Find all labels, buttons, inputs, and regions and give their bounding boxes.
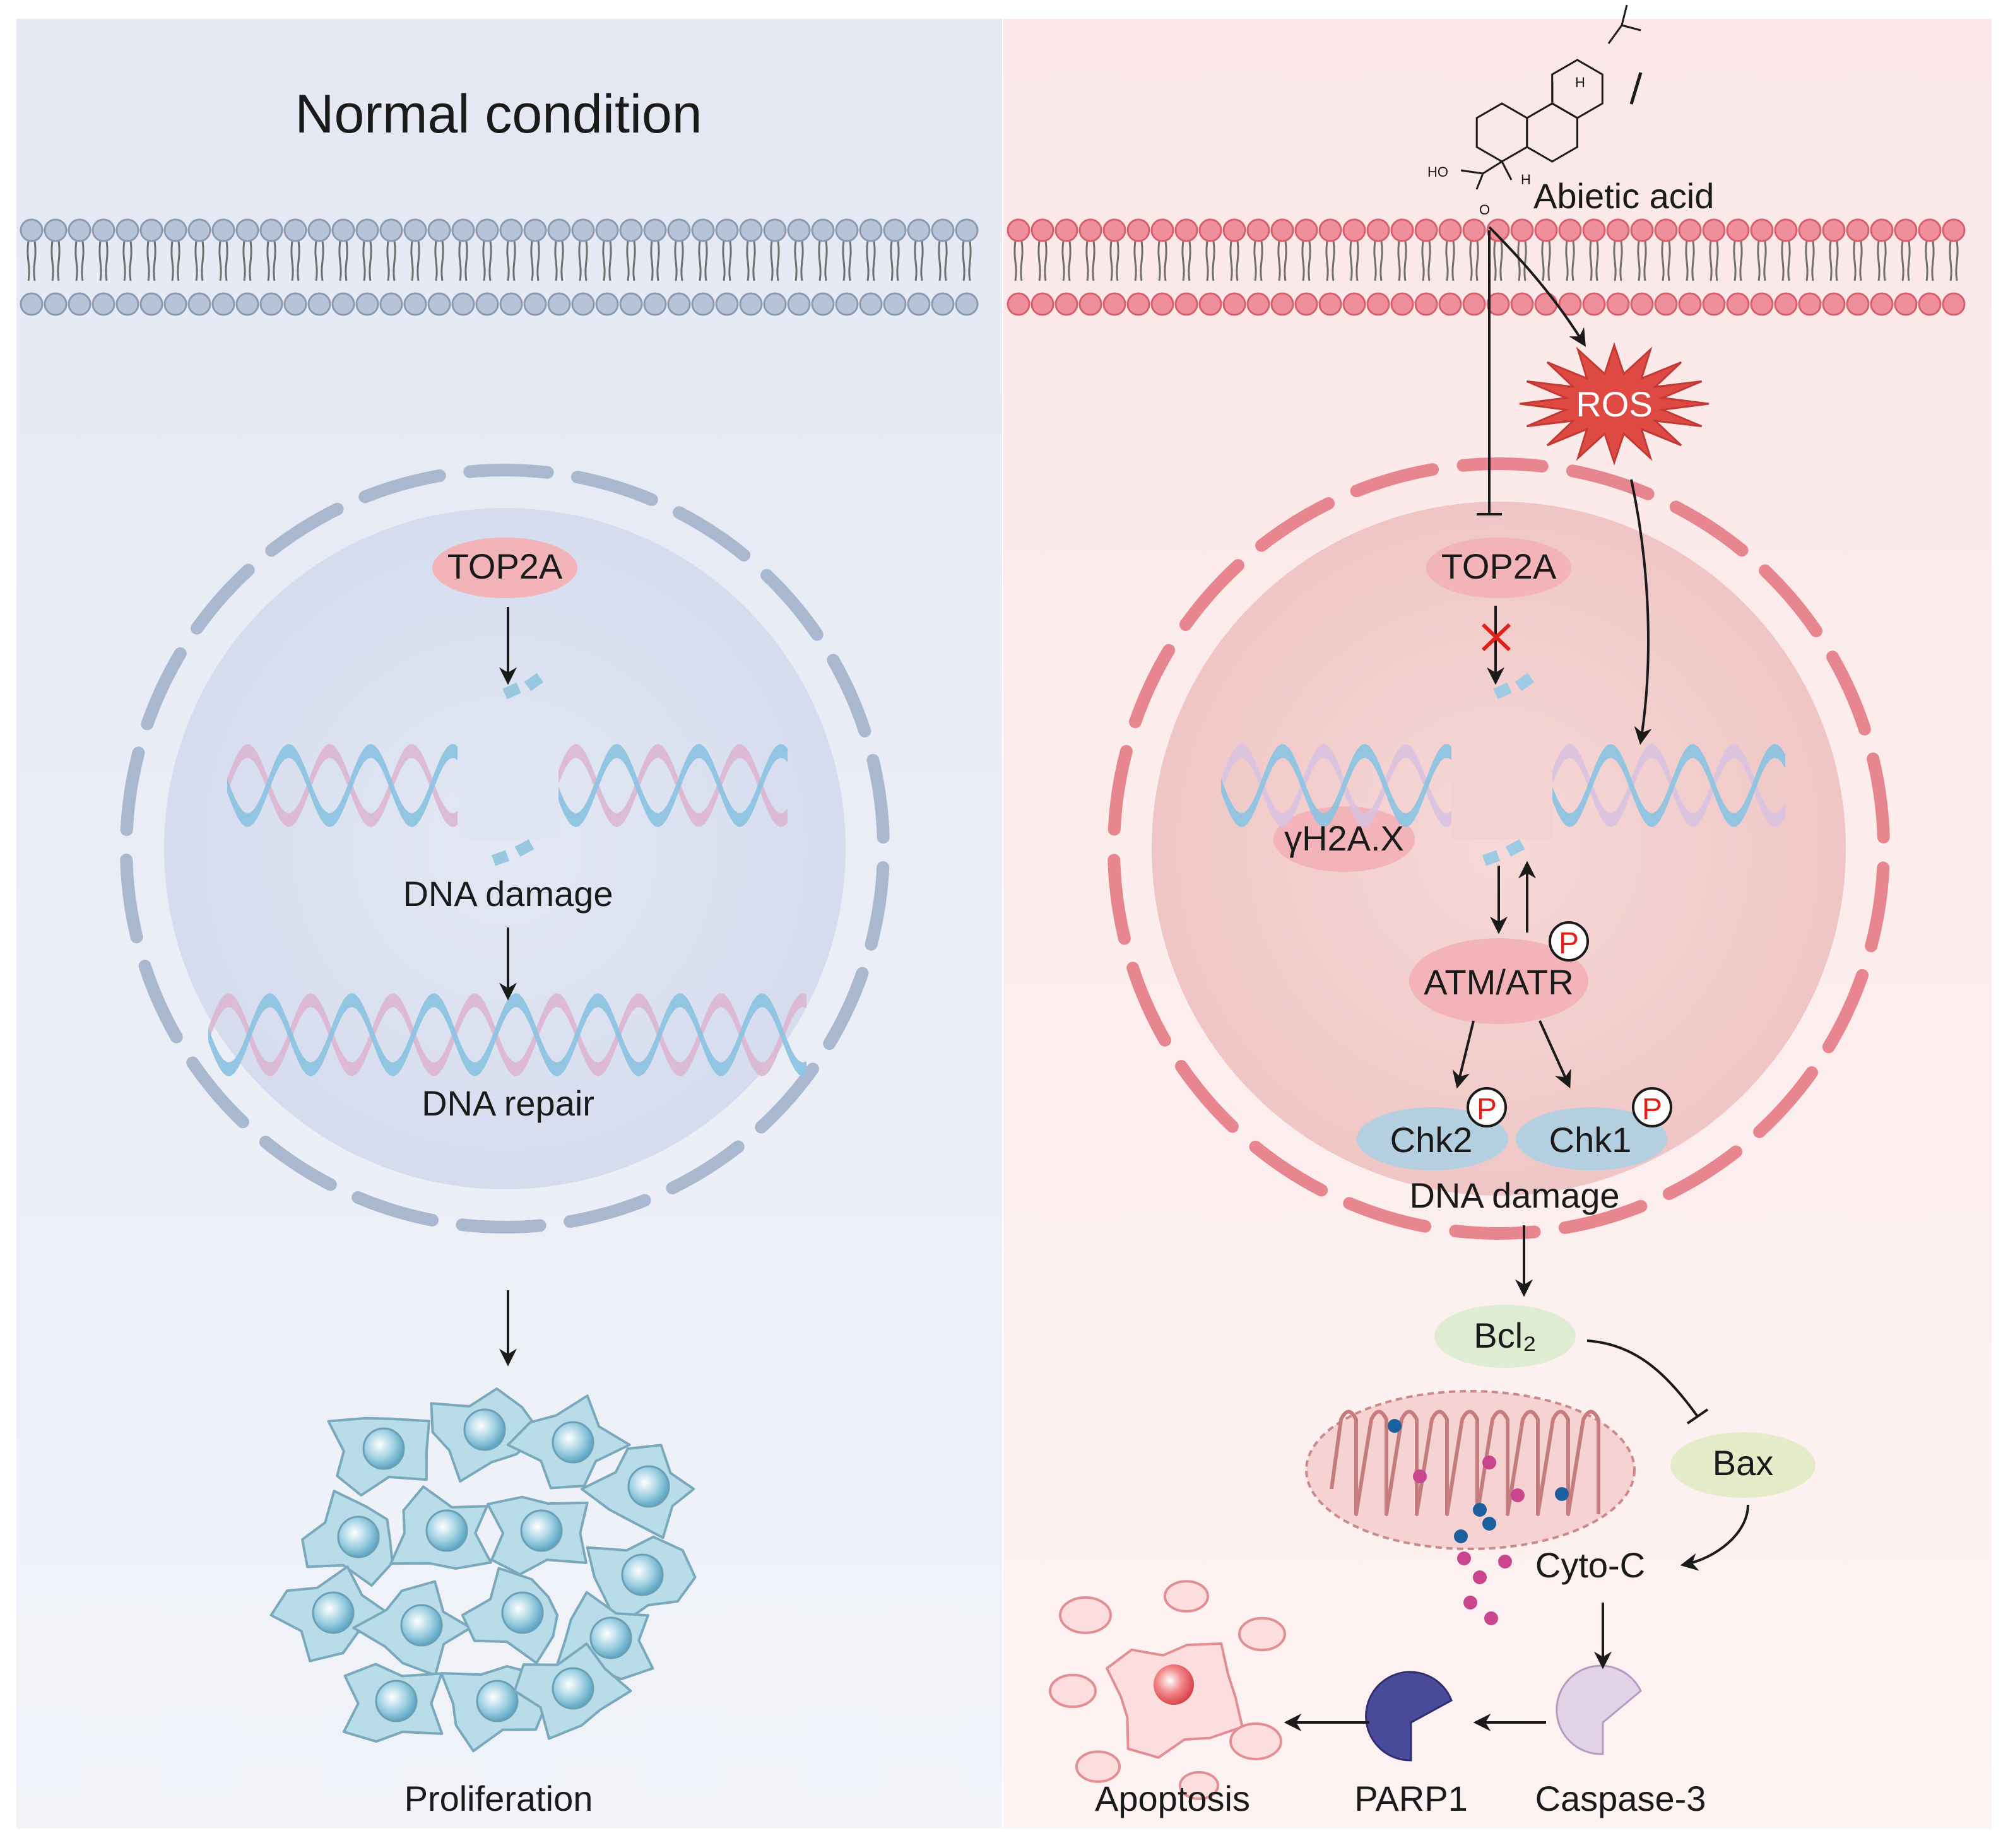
cytochrome-particle — [1511, 1488, 1525, 1502]
abietic-acid-structure — [1460, 4, 1643, 190]
apoptotic-body — [1238, 1616, 1286, 1652]
inhibit-abietic-top2a — [1477, 230, 1502, 515]
right-dna-damage-label: DNA damage — [1409, 1175, 1619, 1215]
parp1-label: PARP1 — [1354, 1779, 1467, 1818]
atm-atr-label: ATM/ATR — [1424, 962, 1573, 1002]
arrow-atm-to-chk2 — [1452, 1020, 1475, 1089]
chk1-phospho-mark: P — [1632, 1087, 1672, 1127]
cytochrome-particle — [1482, 1456, 1496, 1469]
blue-particle — [1454, 1529, 1468, 1543]
arrow-ros-to-dna — [1630, 479, 1652, 745]
svg-text:P: P — [1559, 927, 1579, 960]
blue-particle — [1555, 1487, 1569, 1501]
cell-nucleus — [463, 1408, 506, 1451]
abietic-acid-label: Abietic acid — [1533, 176, 1714, 216]
atm-atr-protein — [1409, 938, 1588, 1024]
right-broken-dna — [1221, 732, 1785, 839]
cell-nucleus — [375, 1680, 418, 1722]
cell-nucleus — [501, 1591, 544, 1634]
right-top2a-label: TOP2A — [1441, 546, 1557, 586]
left-broken-dna — [227, 732, 788, 839]
cytochrome-particle — [1463, 1596, 1477, 1610]
bax-protein — [1670, 1432, 1816, 1498]
left-nucleus — [120, 464, 890, 1233]
cell-nucleus — [627, 1465, 670, 1508]
chk2-protein — [1357, 1107, 1508, 1170]
cell-nucleus — [425, 1509, 468, 1552]
caspase3-label: Caspase-3 — [1535, 1779, 1706, 1818]
gamma-h2ax-label: γH2A.X — [1284, 818, 1404, 858]
cell-nucleus — [312, 1591, 355, 1634]
apoptotic-body — [1179, 1771, 1219, 1800]
cyto-c-label: Cyto-C — [1535, 1545, 1645, 1585]
atm-phospho-mark: P — [1549, 921, 1589, 962]
cytochrome-particle — [1498, 1555, 1512, 1568]
cell-nucleus — [520, 1509, 563, 1552]
cytochrome-particle — [1457, 1551, 1471, 1565]
cytochrome-particle — [1473, 1570, 1487, 1584]
arrow-abietic-to-ros — [1488, 226, 1586, 347]
cell-nucleus — [362, 1427, 405, 1470]
blue-particle — [1482, 1517, 1496, 1531]
left-top2a-protein — [432, 538, 577, 598]
arrow-bax-to-cytoc — [1680, 1504, 1749, 1571]
chk1-label: Chk1 — [1549, 1120, 1632, 1160]
bax-label: Bax — [1713, 1443, 1774, 1483]
cell-nucleus — [552, 1667, 594, 1710]
chk1-protein — [1516, 1107, 1667, 1170]
left-repaired-dna — [208, 993, 806, 1076]
apoptotic-body — [1164, 1580, 1209, 1613]
mitochondrion — [1305, 1390, 1636, 1625]
left-panel-title: Normal condition — [295, 84, 702, 144]
left-cell-membrane — [20, 218, 979, 316]
proliferation-label: Proliferation — [405, 1779, 593, 1818]
apoptotic-body — [1059, 1596, 1112, 1634]
blue-particle — [1473, 1503, 1487, 1517]
svg-text:P: P — [1642, 1093, 1662, 1126]
blocked-mark — [1481, 623, 1511, 652]
chem-oxygen: O — [1479, 202, 1490, 218]
apoptotic-body — [1075, 1750, 1121, 1783]
blue-particle — [1388, 1419, 1402, 1433]
chem-hydrogen-bottom: H — [1521, 172, 1531, 187]
right-top2a-protein — [1426, 538, 1571, 598]
chem-hydrogen-top: H — [1575, 74, 1585, 90]
apoptotic-body — [1229, 1722, 1282, 1760]
apoptotic-body — [1049, 1673, 1097, 1709]
right-cell-membrane — [1007, 218, 1966, 316]
chk2-label: Chk2 — [1390, 1120, 1473, 1160]
arrow-atm-to-chk1 — [1538, 1020, 1571, 1089]
ros-burst — [1519, 342, 1710, 466]
cell-nucleus — [476, 1680, 519, 1722]
parp1-shape — [1365, 1671, 1453, 1762]
bcl2-label: Bcl₂ — [1474, 1315, 1537, 1355]
left-dna-repair-label: DNA repair — [422, 1083, 594, 1123]
cell-nucleus — [589, 1616, 632, 1659]
ros-label: ROS — [1576, 384, 1652, 424]
cell-nucleus — [337, 1515, 380, 1558]
caspase3-shape — [1556, 1664, 1642, 1755]
svg-text:P: P — [1477, 1093, 1497, 1126]
cytochrome-particle — [1484, 1611, 1498, 1625]
chem-hydroxyl: HO — [1427, 164, 1448, 180]
bcl2-protein — [1434, 1305, 1576, 1368]
gamma-h2ax-protein — [1273, 806, 1415, 872]
cell-nucleus — [552, 1421, 594, 1464]
apoptosis-label: Apoptosis — [1095, 1779, 1250, 1818]
right-nucleus — [1107, 457, 1890, 1240]
cell-nucleus — [400, 1604, 443, 1647]
chk2-phospho-mark: P — [1467, 1087, 1507, 1127]
cytochrome-particle — [1413, 1469, 1427, 1483]
left-dna-damage-label: DNA damage — [403, 874, 613, 914]
cell-nucleus — [621, 1553, 664, 1596]
inhibit-bcl2-bax — [1586, 1339, 1709, 1425]
left-top2a-label: TOP2A — [447, 546, 563, 586]
apoptotic-cell — [1049, 1580, 1286, 1800]
